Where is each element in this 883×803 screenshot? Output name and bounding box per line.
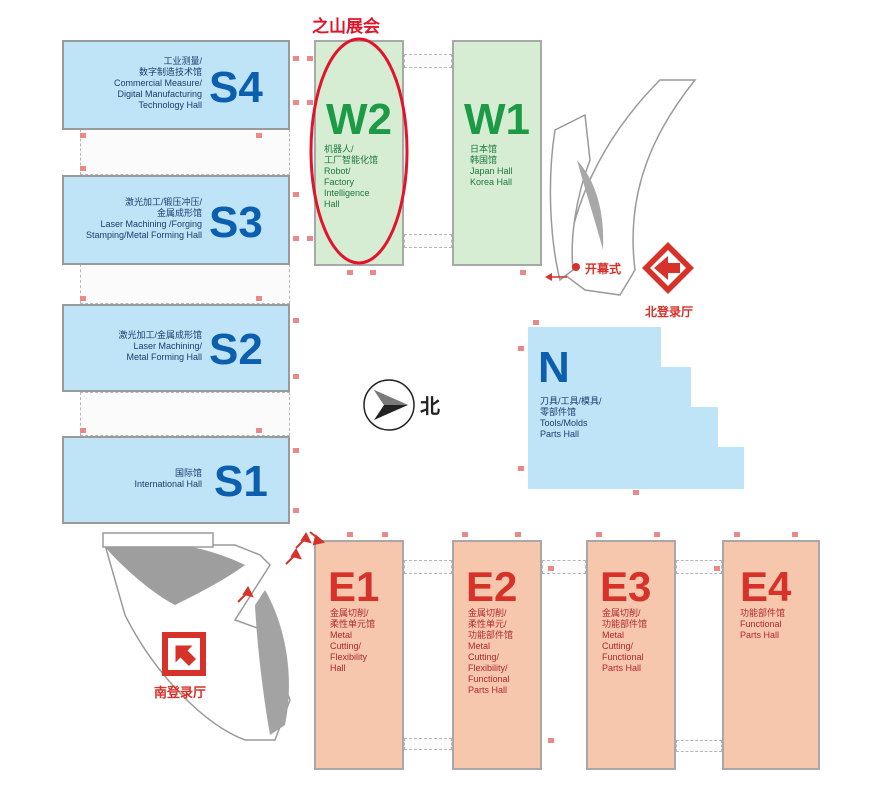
door-marker — [347, 532, 353, 537]
corridor-w2-w1-top — [404, 54, 452, 68]
door-marker — [633, 490, 639, 495]
door-marker — [347, 270, 353, 275]
door-marker — [792, 532, 798, 537]
door-marker — [80, 428, 86, 433]
door-marker — [293, 448, 299, 453]
door-marker — [382, 532, 388, 537]
door-marker — [518, 346, 524, 351]
compass-north-label: 北 — [420, 396, 440, 418]
hall-s2-description: 激光加工/金属成形馆 Laser Machining/ Metal Formin… — [118, 330, 202, 362]
highlight-label: 之山展会 — [312, 17, 380, 36]
corridor-e1-e2 — [404, 560, 452, 574]
north-lobby-label: 北登录厅 — [645, 305, 694, 319]
hall-s2[interactable]: 激光加工/金属成形馆 Laser Machining/ Metal Formin… — [62, 304, 290, 392]
hall-w2[interactable]: W2 机器人/ 工厂智能化馆 Robot/ Factory Intelligen… — [314, 40, 404, 266]
door-marker — [596, 532, 602, 537]
hall-w2-code: W2 — [326, 95, 392, 144]
hall-w2-description: 机器人/ 工厂智能化馆 Robot/ Factory Intelligence … — [324, 144, 379, 209]
hall-e2-description: 金属切削/ 柔性单元/ 功能部件馆 Metal Cutting/ Flexibi… — [468, 608, 514, 695]
door-marker — [293, 192, 299, 197]
hall-s3-code: S3 — [209, 198, 263, 247]
door-marker — [256, 133, 262, 138]
w2-highlight-ellipse — [309, 37, 409, 265]
hall-s1-description: 国际馆 International Hall — [134, 468, 202, 489]
hall-w1-description: 日本馆 韩国馆 Japan Hall Korea Hall — [470, 144, 513, 187]
hall-e4-code: E4 — [740, 563, 792, 610]
door-marker — [548, 566, 554, 571]
door-marker — [256, 296, 262, 301]
door-marker — [293, 508, 299, 513]
hall-e3-code: E3 — [600, 563, 652, 610]
hall-s1-code: S1 — [214, 457, 268, 506]
hall-s3-description: 激光加工/锻压冲压/ 金属成形馆 Laser Machining /Forgin… — [85, 197, 202, 240]
door-marker — [293, 100, 299, 105]
door-marker — [307, 56, 313, 61]
hall-s3[interactable]: 激光加工/锻压冲压/ 金属成形馆 Laser Machining /Forgin… — [62, 175, 290, 265]
hall-e4[interactable]: E4 功能部件馆 Functional Parts Hall — [722, 540, 820, 770]
hall-e1-description: 金属切削/ 柔性单元馆 Metal Cutting/ Flexibility H… — [330, 608, 376, 673]
hall-w1-code: W1 — [464, 95, 530, 144]
hall-s4-description: 工业测量/ 数字制造技术馆 Commercial Measure/ Digita… — [113, 56, 202, 110]
corridor-s3-s2 — [80, 264, 290, 304]
door-marker — [293, 56, 299, 61]
door-marker — [548, 738, 554, 743]
door-marker — [307, 236, 313, 241]
hall-s1[interactable]: 国际馆 International Hall S1 — [62, 436, 290, 524]
compass-icon — [363, 379, 415, 431]
hall-n-code: N — [538, 343, 570, 392]
hall-w1[interactable]: W1 日本馆 韩国馆 Japan Hall Korea Hall — [452, 40, 542, 266]
hall-e3[interactable]: E3 金属切削/ 功能部件馆 Metal Cutting/ Functional… — [586, 540, 676, 770]
entrance-arrow-icon — [642, 242, 694, 294]
hall-e1[interactable]: E1 金属切削/ 柔性单元馆 Metal Cutting/ Flexibilit… — [314, 540, 404, 770]
door-marker — [462, 532, 468, 537]
door-marker — [734, 532, 740, 537]
door-marker — [370, 270, 376, 275]
north-entrance-arrow — [545, 273, 567, 281]
north-lobby-building — [549, 79, 697, 296]
compass — [362, 378, 416, 432]
corridor-w2-w1-bottom — [404, 234, 452, 248]
door-marker — [520, 270, 526, 275]
south-lobby-label: 南登录厅 — [154, 685, 207, 700]
corridor-e3-e4 — [676, 560, 722, 574]
hall-e2-code: E2 — [466, 563, 518, 610]
hall-e3-description: 金属切削/ 功能部件馆 Metal Cutting/ Functional Pa… — [602, 608, 648, 673]
hall-s2-code: S2 — [209, 325, 263, 374]
door-marker — [80, 133, 86, 138]
entrance-arrows — [237, 531, 326, 603]
door-marker — [80, 296, 86, 301]
hall-s4-code: S4 — [209, 63, 263, 112]
door-marker — [256, 428, 262, 433]
door-marker — [307, 100, 313, 105]
door-marker — [293, 374, 299, 379]
door-marker — [533, 320, 539, 325]
opening-marker-icon — [572, 263, 580, 271]
corridor-s2-s1 — [80, 392, 290, 436]
door-marker — [518, 466, 524, 471]
door-marker — [515, 532, 521, 537]
opening-ceremony-label: 开幕式 — [585, 262, 622, 276]
door-marker — [654, 532, 660, 537]
corridor-e3-e4-bottom — [676, 740, 722, 752]
entrance-arrow-icon — [168, 638, 200, 670]
hall-n-shape[interactable] — [526, 325, 748, 491]
hall-s4[interactable]: 工业测量/ 数字制造技术馆 Commercial Measure/ Digita… — [62, 40, 290, 130]
door-marker — [293, 236, 299, 241]
hall-e1-code: E1 — [328, 563, 380, 610]
corridor-e1-e2-bottom — [404, 738, 452, 750]
door-marker — [714, 566, 720, 571]
hall-e4-description: 功能部件馆 Functional Parts Hall — [740, 608, 786, 640]
north-lobby-sign[interactable] — [640, 240, 696, 296]
hall-e2[interactable]: E2 金属切削/ 柔性单元/ 功能部件馆 Metal Cutting/ Flex… — [452, 540, 542, 770]
door-marker — [80, 166, 86, 171]
south-lobby-sign[interactable] — [162, 632, 206, 676]
hall-n-description: 刀具/工具/模具/ 零部件馆 Tools/Molds Parts Hall — [540, 396, 602, 439]
door-marker — [293, 318, 299, 323]
